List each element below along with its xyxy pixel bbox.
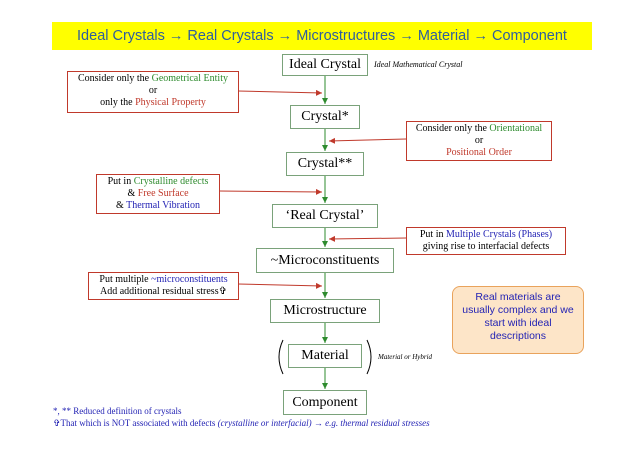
- bracket-left: [278, 339, 284, 375]
- footnote-marker-icon: ✞: [218, 286, 227, 297]
- callout-real-materials: Real materials are usually complex and w…: [452, 286, 584, 354]
- connector-orientational: [328, 137, 407, 144]
- node-crystal-double-star: Crystal**: [286, 152, 364, 176]
- node-component: Component: [283, 390, 367, 415]
- footnote-not-associated: ✞That which is NOT associated with defec…: [53, 418, 430, 428]
- footnote-reduced-definition: *, ** Reduced definition of crystals: [53, 406, 182, 416]
- node-material: Material: [288, 344, 362, 368]
- note-multiple-crystals: Put in Multiple Crystals (Phases) giving…: [406, 227, 566, 255]
- connector-microconstituents: [237, 282, 323, 289]
- note-orientational: Consider only the Orientational or Posit…: [406, 121, 552, 161]
- label-ideal-mathematical: Ideal Mathematical Crystal: [374, 60, 463, 69]
- node-crystal-star: Crystal*: [290, 105, 360, 129]
- node-real-crystal: ‘Real Crystal’: [272, 204, 378, 228]
- connector-defects: [218, 188, 323, 195]
- node-microconstituents: ~Microconstituents: [256, 248, 394, 273]
- title-banner: Ideal Crystals → Real Crystals → Microst…: [52, 22, 592, 50]
- label-material-or-hybrid: Material or Hybrid: [378, 353, 433, 361]
- bracket-right: [366, 339, 372, 375]
- banner-text: Ideal Crystals → Real Crystals → Microst…: [77, 28, 567, 44]
- note-microconstituents: Put multiple ~microconstituents Add addi…: [88, 272, 239, 300]
- connector-multiple: [328, 235, 407, 242]
- note-defects: Put in Crystalline defects & Free Surfac…: [96, 174, 220, 214]
- connector-geometrical: [237, 89, 323, 96]
- node-microstructure: Microstructure: [270, 299, 380, 323]
- footnote-marker-icon: ✞: [53, 418, 61, 428]
- note-geometrical: Consider only the Geometrical Entity or …: [67, 71, 239, 113]
- node-ideal-crystal: Ideal Crystal: [282, 54, 368, 76]
